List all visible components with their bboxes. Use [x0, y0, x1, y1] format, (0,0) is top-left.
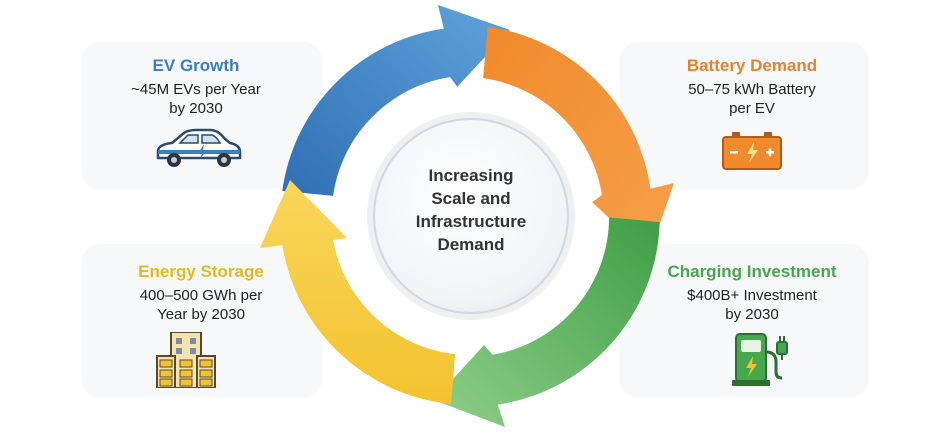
- center-line: Increasing: [428, 166, 514, 185]
- center-disc: [373, 118, 569, 314]
- charging-station-icon: [732, 333, 788, 386]
- desc-line: $400B+ Investment: [687, 287, 817, 304]
- center-line: Scale and: [431, 189, 511, 208]
- battery-icon: [722, 132, 782, 170]
- desc-line: 50–75 kWh Battery: [688, 81, 816, 98]
- car-icon: [156, 128, 242, 167]
- center-line: Demand: [437, 235, 505, 254]
- desc-line: per EV: [729, 100, 775, 117]
- charging-investment-block: Charging Investment $400B+ Investment by…: [650, 262, 854, 324]
- cycle-arrow-orange: [483, 26, 674, 256]
- energy-storage-block: Energy Storage 400–500 GWh per Year by 2…: [92, 262, 310, 324]
- ev-growth-card: [82, 42, 322, 188]
- center-line: Infrastructure: [415, 212, 527, 231]
- desc-line: 400–500 GWh per: [139, 287, 263, 304]
- cycle-arrow-green: [434, 217, 660, 427]
- battery-demand-desc: 50–75 kWh Battery per EV: [650, 80, 854, 118]
- desc-line: ~45M EVs per Year: [131, 81, 261, 98]
- battery-demand-title: Battery Demand: [686, 56, 818, 75]
- charging-investment-title: Charging Investment: [667, 262, 837, 281]
- ev-growth-desc: ~45M EVs per Year by 2030: [98, 80, 294, 118]
- ev-growth-block: EV Growth ~45M EVs per Year by 2030: [98, 56, 294, 118]
- cycle-arrow-blue: [282, 5, 510, 196]
- building-storage-icon: [156, 332, 216, 388]
- battery-demand-block: Battery Demand 50–75 kWh Battery per EV: [650, 56, 854, 118]
- energy-storage-title: Energy Storage: [138, 262, 264, 281]
- charging-investment-desc: $400B+ Investment by 2030: [650, 286, 854, 324]
- energy-storage-desc: 400–500 GWh per Year by 2030: [92, 286, 310, 324]
- desc-line: Year by 2030: [157, 306, 245, 323]
- cycle-arrow-yellow: [260, 180, 456, 404]
- center-label: Increasing Scale and Infrastructure Dema…: [388, 164, 554, 256]
- desc-line: by 2030: [169, 100, 223, 117]
- ev-growth-title: EV Growth: [152, 56, 240, 75]
- desc-line: by 2030: [725, 306, 779, 323]
